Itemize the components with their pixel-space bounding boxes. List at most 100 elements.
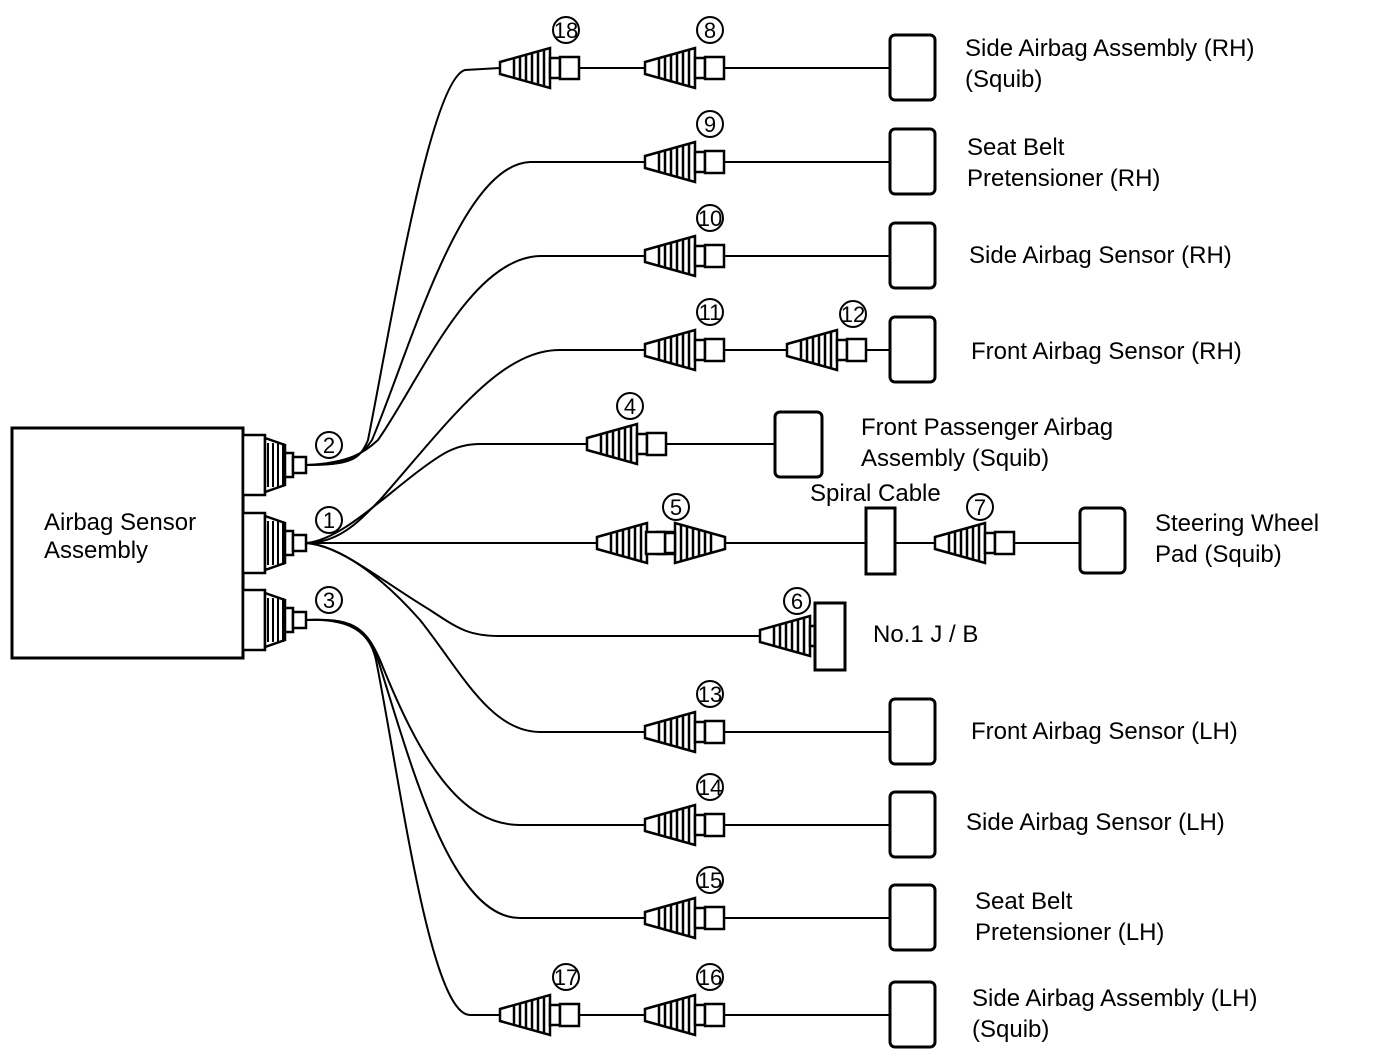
wire <box>305 161 645 466</box>
port-boot <box>263 514 287 572</box>
component-box-junction-block <box>813 601 847 672</box>
connector <box>643 896 726 940</box>
connector-neck <box>693 906 707 930</box>
number-text: 11 <box>699 300 722 325</box>
component-box-seat-belt-rh <box>888 127 937 196</box>
connector <box>643 234 726 278</box>
number-circle <box>696 773 724 801</box>
number-circle <box>552 963 580 991</box>
port-body <box>241 433 267 497</box>
number-text: 7 <box>974 495 986 520</box>
connector-square <box>645 431 668 457</box>
connector <box>933 521 1016 565</box>
number-circle <box>696 204 724 232</box>
label-line: Front Airbag Sensor (LH) <box>971 718 1238 745</box>
number-text: 15 <box>698 868 722 893</box>
connector <box>785 328 868 372</box>
label-line: Front Airbag Sensor (RH) <box>971 338 1242 365</box>
number-circle <box>696 963 724 991</box>
connector-square <box>703 243 726 269</box>
main-unit-line1: Airbag Sensor <box>44 509 197 536</box>
component-box-side-sensor-rh <box>888 221 937 290</box>
connector-square <box>703 149 726 175</box>
label-line: Assembly (Squib) <box>861 445 1050 472</box>
number-text: 16 <box>698 965 722 990</box>
label-front-sensor-rh: Front Airbag Sensor (RH) <box>971 336 1242 367</box>
port-body <box>241 588 267 652</box>
connector-neck <box>663 531 677 555</box>
wire <box>305 443 587 544</box>
main-unit-line2: Assembly <box>44 537 149 564</box>
connector-number: 16 <box>696 963 724 991</box>
label-line: Front Passenger Airbag <box>861 414 1114 441</box>
connector-square <box>703 55 726 81</box>
number-circle <box>696 298 724 326</box>
connector <box>644 521 727 565</box>
connector-number: 14 <box>696 773 724 801</box>
number-circle <box>315 586 343 614</box>
number-circle <box>696 16 724 44</box>
connector-square <box>703 719 726 745</box>
airbag-sensor-assembly-box <box>10 426 245 660</box>
component-box-front-sensor-lh <box>888 697 937 766</box>
component-box-front-sensor-rh <box>888 315 937 384</box>
connector <box>643 993 726 1037</box>
port-boot <box>263 436 287 494</box>
connector-neck <box>548 1003 562 1027</box>
connector-square <box>703 1002 726 1028</box>
component-box-passenger-airbag <box>773 410 824 479</box>
connector-square <box>993 530 1016 556</box>
component-box-seat-belt-lh <box>888 883 937 952</box>
connector <box>643 710 726 754</box>
port-tip <box>291 455 308 475</box>
number-text: 4 <box>624 394 636 419</box>
wire <box>305 349 645 544</box>
unit-port <box>241 433 308 497</box>
connector-number: 11 <box>696 298 724 326</box>
label-line: Seat Belt <box>975 888 1073 915</box>
connector-neck <box>548 56 562 80</box>
label-front-sensor-lh: Front Airbag Sensor (LH) <box>971 716 1238 747</box>
number-text: 12 <box>841 302 865 327</box>
connector-number: 12 <box>839 300 867 328</box>
number-circle <box>696 110 724 138</box>
label-line: (Squib) <box>965 66 1043 93</box>
port-boot <box>263 591 287 649</box>
connector-number: 18 <box>552 16 580 44</box>
number-text: 18 <box>554 18 578 43</box>
connector <box>643 140 726 184</box>
connector-square <box>558 55 581 81</box>
connector <box>585 422 668 466</box>
label-spiral-cable: Spiral Cable <box>810 478 941 509</box>
connector-neck <box>983 531 997 555</box>
connector-neck <box>693 1003 707 1027</box>
component-box-steering-pad <box>1078 506 1127 575</box>
number-circle <box>966 493 994 521</box>
connector <box>643 328 726 372</box>
wire <box>305 618 645 919</box>
number-circle <box>616 392 644 420</box>
label-line: Spiral Cable <box>810 480 941 507</box>
port-tip <box>291 610 308 630</box>
connector-neck <box>693 338 707 362</box>
connector <box>498 46 581 90</box>
connector-number: 10 <box>696 204 724 232</box>
number-text: 9 <box>704 112 716 137</box>
label-side-airbag-lh: Side Airbag Assembly (LH)(Squib) <box>972 983 1257 1045</box>
label-line: Pretensioner (RH) <box>967 165 1161 192</box>
connector-neck <box>693 244 707 268</box>
connector-number: 13 <box>696 680 724 708</box>
connector-neck <box>693 150 707 174</box>
unit-port <box>241 511 308 575</box>
connector-number: 4 <box>616 392 644 420</box>
main-unit-label: Airbag Sensor Assembly <box>44 507 196 566</box>
label-side-sensor-rh: Side Airbag Sensor (RH) <box>969 240 1232 271</box>
unit-port <box>241 588 308 652</box>
wire <box>305 67 501 466</box>
label-line: No.1 J / B <box>873 621 979 648</box>
wire <box>305 618 500 1016</box>
label-line: Steering Wheel <box>1155 510 1320 537</box>
